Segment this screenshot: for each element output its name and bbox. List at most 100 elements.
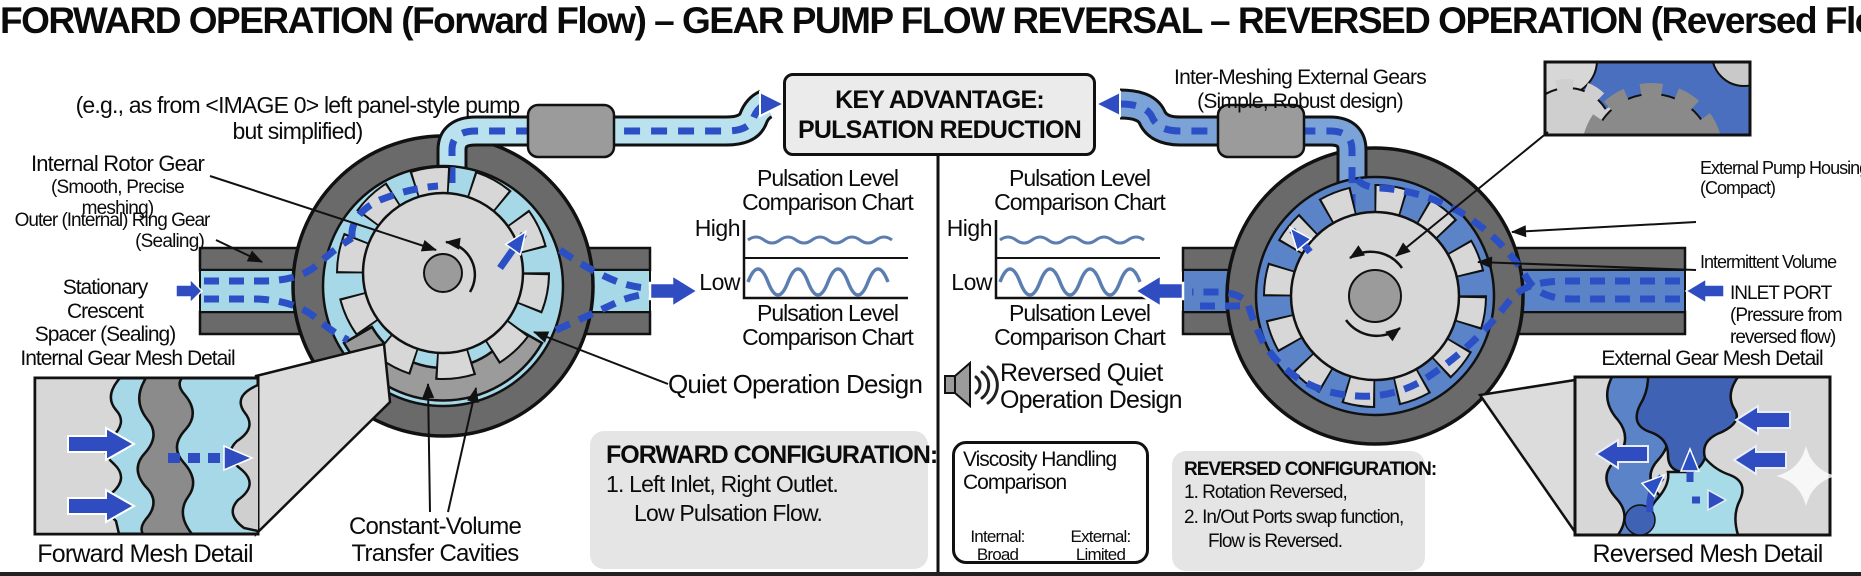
chart-title-right: Pulsation Level Comparison Chart [987, 166, 1172, 214]
forward-config-line2: Low Pulsation Flow. [634, 499, 823, 526]
label-reversed-quiet-line1: Reversed Quiet [1000, 359, 1163, 387]
chart-title-right-line2: Comparison Chart [994, 189, 1166, 216]
reversed-subtitle-line1: Inter-Meshing External Gears [1174, 66, 1427, 89]
leader-lines [209, 175, 1697, 513]
chart-right-low-label: Low [951, 269, 992, 295]
label-inlet-port-line3: reversed flow) [1730, 326, 1836, 348]
pulsation-chart-left [742, 220, 908, 300]
label-ring-gear: Outer (Internal) Ring Gear (Sealing) [6, 210, 218, 253]
label-crescent-line1: Stationary Crescent [62, 276, 149, 323]
label-internal-rotor-gear-line2: (Smooth, Precise meshing) [51, 176, 185, 219]
label-cavities-line2: Transfer Cavities [351, 539, 520, 567]
reversed-configuration-box: REVERSED CONFIGURATION: 1. Rotation Reve… [1172, 451, 1437, 571]
label-internal-rotor-gear: Internal Rotor Gear (Smooth, Precise mes… [20, 151, 215, 219]
chart-caption-left-line2: Comparison Chart [742, 324, 914, 351]
reversed-config-heading: REVERSED CONFIGURATION: [1184, 459, 1437, 480]
reversed-outlet-arrow [1132, 272, 1185, 310]
label-internal-rotor-gear-line1: Internal Rotor Gear [30, 151, 205, 176]
internal-flow-arrow-up [497, 229, 527, 271]
chart-title-right-line1: Pulsation Level [1009, 165, 1151, 191]
flow-arrow-into-key-box-right [1093, 90, 1121, 118]
reversed-pipe-flow-dashes [1119, 100, 1356, 215]
chart-right-high-label: High [946, 215, 993, 241]
pipe-connector-right [1216, 103, 1306, 159]
page-title: FORWARD OPERATION (Forward Flow) – GEAR … [0, 0, 1861, 41]
label-external-housing-line2: (Compact) [1700, 178, 1776, 199]
internal-flow-arrow-upleft [1288, 226, 1313, 255]
viscosity-title-line1: Viscosity Handling [963, 448, 1117, 471]
reversed-subtitle-line2: (Simple, Robust design) [1197, 89, 1404, 113]
viscosity-internal-line1: Internal: [970, 527, 1025, 546]
forward-subtitle: (e.g., as from <IMAGE 0> left panel-styl… [75, 92, 521, 144]
rotation-arrow-top [1349, 245, 1404, 269]
rotation-arrow-ccw [445, 237, 477, 293]
viscosity-comparison-box: Viscosity Handling Comparison [952, 441, 1149, 564]
gear-shaft [1348, 269, 1402, 323]
forward-mesh-arrows [67, 426, 254, 524]
chart-left-high-label: High [694, 215, 741, 241]
forward-config-line1: 1. Left Inlet, Right Outlet. [606, 471, 839, 497]
reversed-flow-dashes [1192, 170, 1680, 400]
chart-caption-left: Pulsation Level Comparison Chart [735, 301, 920, 349]
forward-mesh-inset [33, 342, 392, 537]
reversed-subtitle: Inter-Meshing External Gears (Simple, Ro… [1155, 66, 1445, 113]
reversed-pump-diagram [1093, 88, 1725, 446]
label-external-housing: External Pump Housing (Compact) [1700, 158, 1861, 198]
forward-config-heading: FORWARD CONFIGURATION: [606, 441, 938, 469]
flow-arrow-into-key-box-left [759, 90, 787, 118]
reversed-config-line3: Flow is Reversed. [1208, 531, 1343, 553]
caption-reversed-mesh-detail: Reversed Mesh Detail [1592, 540, 1824, 568]
bottom-edge-strip [0, 572, 1861, 576]
chart-left-low-label: Low [699, 269, 740, 295]
viscosity-external-line2: Limited [1075, 544, 1126, 564]
caption-forward-mesh-detail: Forward Mesh Detail [37, 540, 253, 568]
label-transfer-cavities: Constant-Volume Transfer Cavities [345, 513, 525, 568]
forward-flow-dashes [204, 182, 651, 344]
chart-title-left: Pulsation Level Comparison Chart [735, 166, 920, 214]
gear-mesh-inset-top [1395, 60, 1752, 257]
viscosity-internal-line2: Broad [976, 544, 1019, 564]
key-advantage-line2: PULSATION REDUCTION [798, 115, 1082, 144]
forward-inlet-arrow [175, 277, 204, 305]
label-external-mesh-detail: External Gear Mesh Detail [1601, 347, 1823, 370]
label-cavities-line1: Constant-Volume [348, 513, 522, 540]
viscosity-external-label: External: Limited [1058, 528, 1143, 564]
label-intermittent-volume: Intermittent Volume [1700, 252, 1837, 272]
label-reversed-quiet-line2: Operation Design [1000, 386, 1183, 414]
forward-pipe-flow-dashes [448, 100, 768, 210]
label-crescent-spacer: Stationary Crescent Spacer (Sealing) [25, 276, 185, 347]
sparkle-watermark [1776, 446, 1836, 506]
rotor-shaft [423, 253, 463, 293]
forward-configuration-box: FORWARD CONFIGURATION: 1. Left Inlet, Ri… [590, 431, 938, 569]
label-inlet-port-line2: (Pressure from [1730, 304, 1843, 326]
reversed-config-line2: 2. In/Out Ports swap function, [1184, 506, 1404, 528]
label-inlet-port: INLET PORT (Pressure from reversed flow) [1730, 283, 1861, 349]
viscosity-title-line2: Comparison [963, 471, 1067, 495]
forward-outlet-arrow [648, 272, 701, 310]
viscosity-external-line1: External: [1070, 527, 1132, 546]
label-ring-gear-line1: Outer (Internal) Ring Gear [14, 210, 211, 231]
reversed-inlet-arrow [1684, 277, 1725, 305]
label-internal-mesh-detail: Internal Gear Mesh Detail [20, 347, 235, 370]
label-inlet-port-line1: INLET PORT [1730, 283, 1832, 304]
viscosity-internal-label: Internal: Broad [955, 528, 1040, 564]
reversed-mesh-inset [1477, 375, 1836, 537]
reversed-quiet-speaker-icon [944, 360, 999, 409]
rotation-arrow-bottom [1344, 319, 1401, 342]
reversed-mesh-arrows [1594, 404, 1791, 513]
chart-title-left-line1: Pulsation Level [757, 165, 899, 191]
pulsation-chart-right [994, 220, 1160, 300]
key-advantage-line1: KEY ADVANTAGE: [835, 85, 1045, 114]
reversed-config-line1: 1. Rotation Reversed, [1184, 482, 1348, 503]
key-advantage-box: KEY ADVANTAGE: PULSATION REDUCTION [783, 73, 1096, 156]
chart-caption-left-line1: Pulsation Level [757, 300, 899, 326]
label-ring-gear-line2: (Sealing) [135, 231, 205, 253]
label-external-housing-line1: External Pump Housing [1700, 158, 1861, 178]
chart-caption-right: Pulsation Level Comparison Chart [987, 301, 1172, 349]
chart-caption-right-line1: Pulsation Level [1009, 300, 1151, 326]
chart-caption-right-line2: Comparison Chart [994, 324, 1166, 351]
label-reversed-quiet: Reversed Quiet Operation Design [1000, 360, 1245, 414]
pipe-connector-left [526, 103, 616, 159]
